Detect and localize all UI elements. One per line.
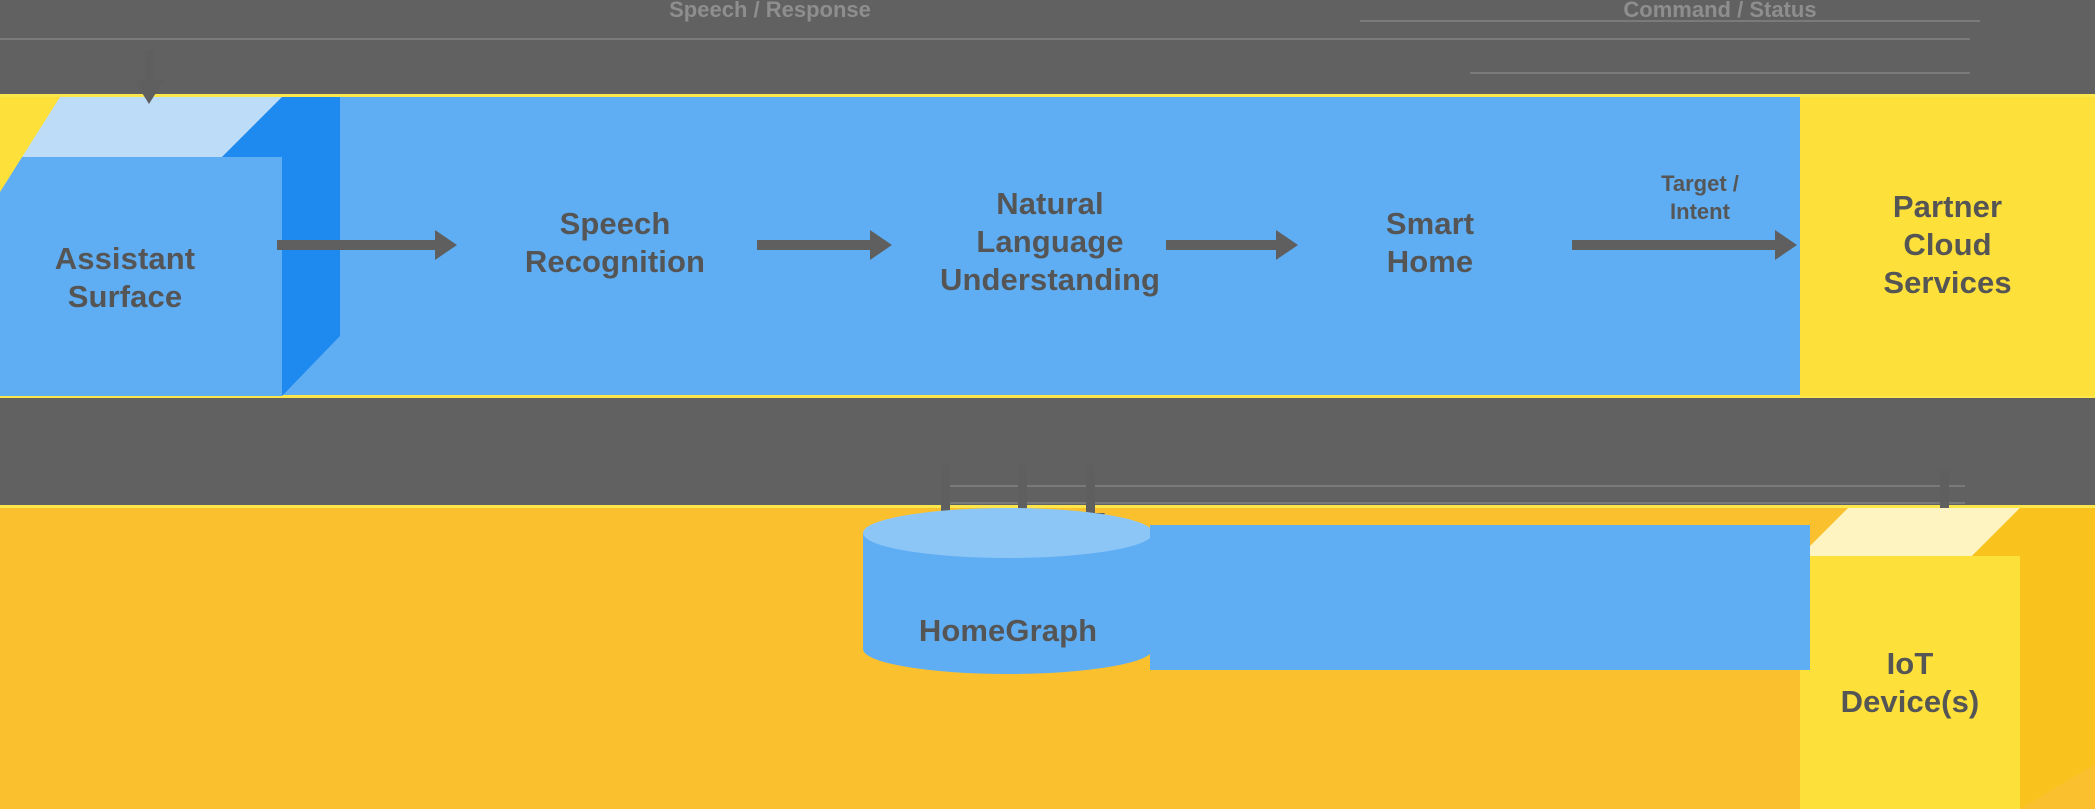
homegraph-link-band [1150,525,1810,670]
cube-front-face [0,157,282,396]
band-top-rule [0,94,2095,97]
amber-top-rule [0,505,2095,508]
connector-top-upper [1360,20,1980,22]
connector-top-main [0,38,1970,40]
arrow-nlu-to-smarthome [1166,230,1298,260]
node-assistant-surface[interactable] [0,97,410,396]
caption-speech-response: Speech / Response [669,0,871,22]
caption-command-status: Command / Status [1623,0,1817,22]
iot-cube-front-face [1800,556,2020,809]
node-partner-cloud-services[interactable] [1800,97,2095,396]
node-homegraph[interactable] [863,508,1153,674]
arrow-speech-to-nlu [757,230,892,260]
arrow-smarthome-to-partner [1572,230,1797,260]
connector-command-status [1470,72,1970,74]
connector-mid-main [945,485,1965,487]
arrow-assistant-to-speech [277,230,457,260]
caption-target-intent: Target / Intent [1661,171,1739,224]
band-bottom-rule [0,395,2095,398]
node-iot-devices[interactable] [1800,508,2095,809]
cylinder-top [863,508,1153,558]
arrow-down-to-assistant-surface [134,50,164,104]
connector-mid-lower [945,502,1965,504]
